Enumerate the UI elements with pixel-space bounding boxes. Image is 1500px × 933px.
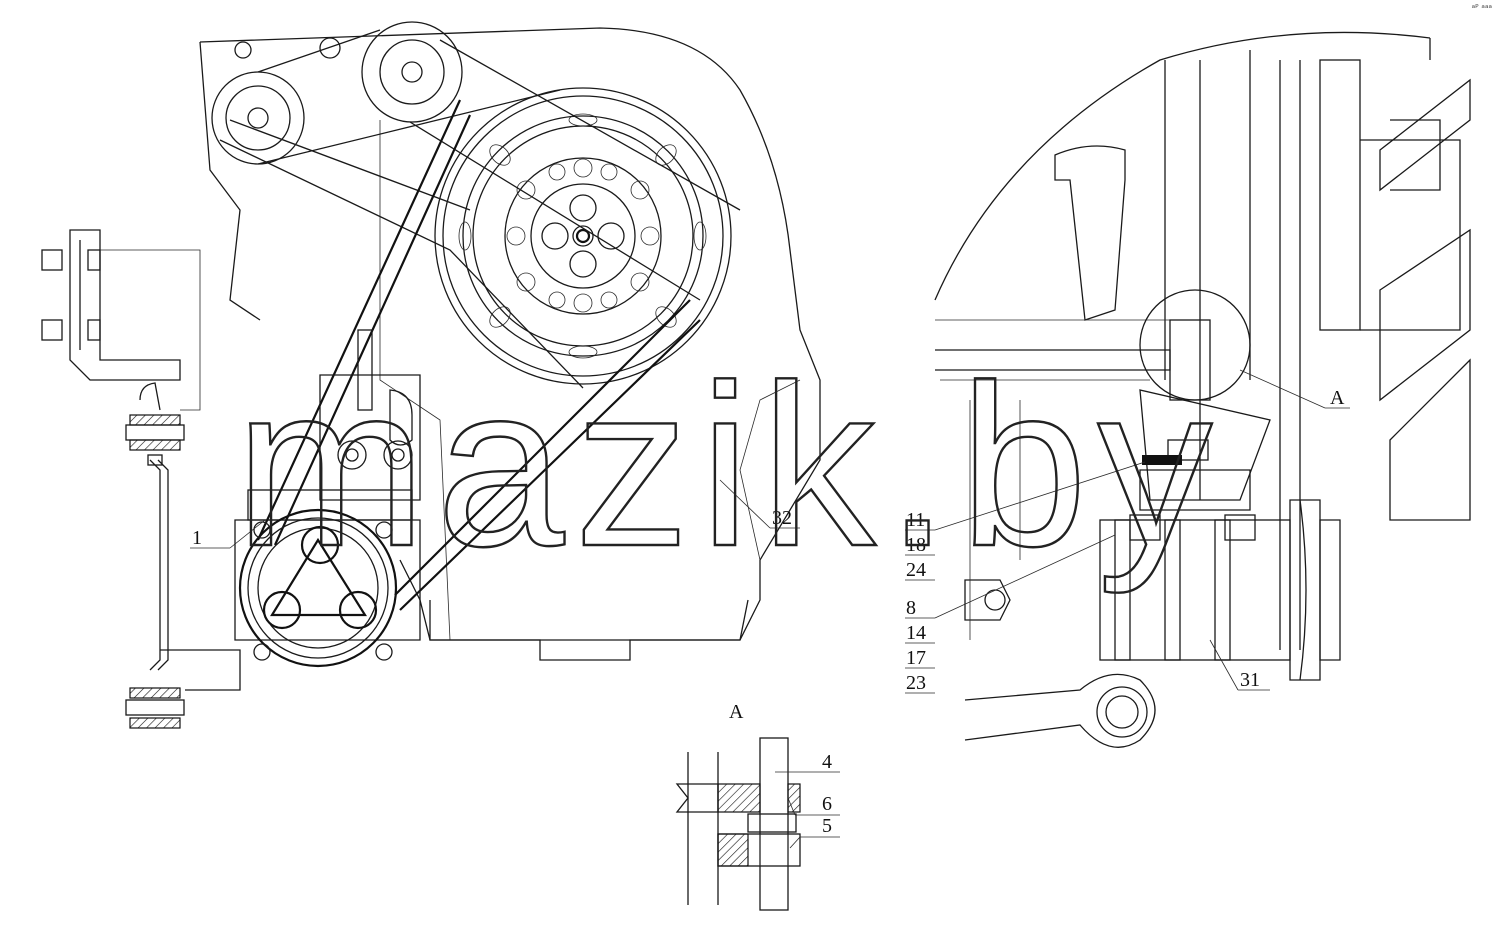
watermark: mazik.by [235, 337, 1222, 594]
callout-14-label: 14 [906, 622, 926, 644]
callout-31: 31 [1209, 639, 1270, 691]
callout-23-label: 23 [906, 672, 926, 694]
callout-17-label: 17 [906, 647, 926, 669]
callout-18-label: 18 [906, 534, 926, 556]
callout-24-label: 24 [906, 559, 926, 581]
callout-31-label: 31 [1240, 669, 1260, 691]
detail-title: A [729, 701, 744, 723]
crank-pulley [434, 87, 732, 385]
callout-group-11-18-24: 11 18 24 [905, 461, 1146, 581]
callout-8-label: 8 [906, 597, 916, 619]
compressor-side [1099, 499, 1341, 681]
left-view: 1 32 [41, 21, 821, 729]
compressor-front [234, 489, 421, 668]
tensioner [319, 329, 421, 501]
callout-1-label: 1 [192, 527, 202, 549]
detail-A: A 4 6 5 [675, 701, 840, 911]
tie-rod [125, 414, 241, 729]
right-view: 11 18 24 8 14 17 23 31 A [905, 31, 1471, 748]
callout-11-label: 11 [906, 509, 925, 531]
left-bracket [41, 229, 201, 411]
upper-pulleys [211, 21, 463, 165]
callout-32-label: 32 [772, 507, 792, 529]
callout-1: 1 [190, 519, 266, 549]
detail-callout-5: 5 [822, 815, 832, 837]
callout-32: 32 [719, 479, 800, 529]
callout-group-8-14-17-23: 8 14 17 23 [905, 534, 1116, 694]
corner-mark: ᵃᴾ ᵃᵃᵃ [1471, 4, 1492, 14]
callout-A-label: A [1330, 387, 1345, 409]
detail-callout-6: 6 [822, 793, 832, 815]
detail-callout-4: 4 [822, 751, 832, 773]
belts [219, 29, 741, 611]
